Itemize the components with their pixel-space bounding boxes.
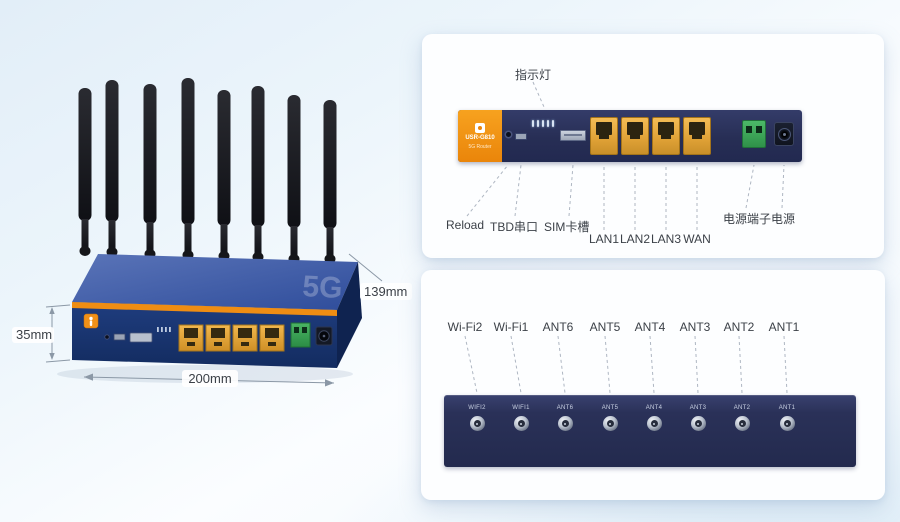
sma-connector [469,416,485,431]
lan3-label: LAN3 [650,232,682,246]
antenna [251,86,265,262]
sma-group: ANT4 [632,405,676,431]
power-terminal-callout: 电源端子 [723,212,772,226]
rear-device: USR-G810 5G Router [458,110,802,162]
sma-port-label: ANT6 [556,405,574,411]
antenna-connector-bar: WIFI2 WIFI1 ANT6 ANT5 ANT4 ANT3 [444,395,856,467]
sma-port-label: WIFI1 [512,405,530,411]
antenna [181,78,195,260]
brand-logo-icon [475,122,485,133]
brand-area: USR-G810 5G Router [458,110,502,162]
wan-label: WAN [683,232,711,246]
antenna-array [78,78,337,264]
power-terminal [742,120,766,148]
sma-group: ANT3 [676,405,720,431]
sim-slot [560,130,586,141]
front-reload-hole [104,334,110,340]
sma-connector [557,416,573,431]
lan1-label: LAN1 [588,232,620,246]
sma-port-label: ANT3 [689,405,707,411]
sma-port-label: ANT1 [778,405,796,411]
lan2-label: LAN2 [619,232,651,246]
front-power-terminal [290,322,311,348]
ant1-callout: ANT1 [768,320,800,334]
ant5-callout: ANT5 [589,320,621,334]
dimension-depth: 139mm [348,253,412,300]
front-sim-slot [129,332,153,343]
sma-connector [779,416,795,431]
router-orange-rim [72,302,337,316]
sma-port-label: ANT2 [733,405,751,411]
lan1-port [590,117,618,155]
lan2-port [621,117,649,155]
dimension-height-label: 35mm [16,327,52,342]
ant3-callout: ANT3 [679,320,711,334]
sma-connector [734,416,750,431]
sma-port-label: ANT4 [645,405,663,411]
sma-group: ANT5 [588,405,632,431]
front-led-indicators [157,327,171,332]
rear-view-panel: 指示灯 USR-G810 5G Router [422,34,884,258]
antenna [143,84,157,259]
top-watermark: 5G [302,270,344,305]
sma-port-label: WIFI2 [468,405,486,411]
sim-callout: SIM卡槽 [544,220,590,234]
power-jack [774,122,794,146]
sma-group: WIFI1 [499,405,543,431]
dimension-height: 35mm [12,304,71,363]
antenna [323,100,337,264]
front-usb-port [113,333,126,341]
wifi1-callout: Wi-Fi1 [493,320,529,334]
antenna [105,80,119,257]
reload-callout: Reload [446,218,485,232]
sma-connector [602,416,618,431]
ant2-callout: ANT2 [723,320,755,334]
router-top-face [72,254,358,310]
antenna [217,90,231,261]
antenna-connector-panel: Wi-Fi2 Wi-Fi1 ANT6 ANT5 ANT4 ANT3 ANT2 A… [421,270,885,500]
dimension-width: 200mm [83,370,335,387]
sma-connector [690,416,706,431]
front-power-jack [315,326,333,346]
sma-group: ANT6 [543,405,587,431]
sma-group: ANT1 [765,405,809,431]
dimension-depth-label: 139mm [364,284,407,299]
router-side-face [337,262,362,368]
ant4-callout: ANT4 [634,320,666,334]
reload-button [506,132,511,137]
wan-port [683,117,711,155]
lan3-port [652,117,680,155]
serial-port [515,133,527,140]
antenna [78,88,92,256]
wifi2-callout: Wi-Fi2 [447,320,483,334]
antenna [287,95,301,264]
sma-connector [513,416,529,431]
dimension-width-label: 200mm [188,371,231,386]
brand-sub: 5G Router [468,143,492,150]
led-indicators [532,120,554,127]
sma-port-label: ANT5 [601,405,619,411]
product-photo: 5G [12,78,412,387]
sma-connector [646,416,662,431]
sma-group: ANT2 [720,405,764,431]
front-ethernet-ports [178,324,285,352]
indicator-callout: 指示灯 [514,68,552,82]
ant6-callout: ANT6 [542,320,574,334]
brand-model: USR-G810 [465,134,495,141]
front-logo-icon [83,313,99,329]
sma-group: WIFI2 [455,405,499,431]
power-callout: 电源 [771,212,796,226]
serial-callout: TBD串口 [490,220,539,234]
